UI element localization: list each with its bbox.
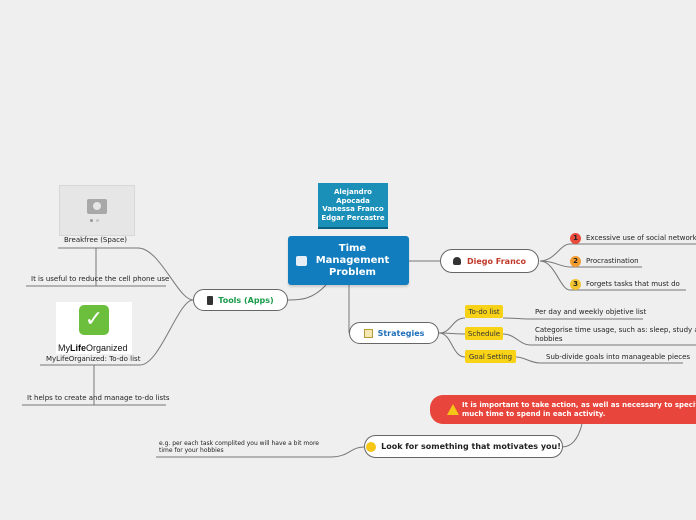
mylife-desc: It helps to create and manage to-do list…: [27, 394, 170, 402]
strategies-label: Strategies: [377, 328, 425, 338]
clock-icon: [296, 256, 307, 266]
central-title-line: Time: [338, 242, 367, 254]
schedule-tag[interactable]: Schedule: [465, 327, 503, 340]
motivates-note: e.g. per each task complited you will ha…: [159, 440, 319, 447]
logo-organized: Organized: [86, 343, 128, 353]
diego-item: Procrastination: [586, 257, 639, 265]
strategy-desc: Categorise time usage, such as: sleep, s…: [535, 326, 696, 334]
person-icon: [452, 257, 461, 265]
diego-item: Forgets tasks that must do: [586, 280, 680, 288]
strategy-desc: Per day and weekly objetive list: [535, 308, 647, 316]
diego-item: Excessive use of social networks: [586, 234, 696, 242]
central-title-line: Problem: [329, 266, 376, 278]
todo-tag[interactable]: To-do list: [465, 305, 503, 318]
notepad-icon: [363, 328, 373, 338]
logo-life: Life: [70, 343, 87, 353]
warning-line: It is important to take action, as well …: [462, 400, 696, 409]
priority-2-icon: 2: [570, 256, 581, 267]
smiley-icon: [366, 441, 377, 452]
authors-box: Alejandro Apocada Vanessa Franco Edgar P…: [318, 183, 388, 229]
phone-icon: [207, 295, 214, 305]
breakfree-image: [59, 185, 135, 236]
mylife-logo: ✓ MyLifeOrganized: [56, 302, 132, 354]
logo-my: My: [58, 343, 70, 353]
mylife-label: MyLifeOrganized: To-do list: [46, 355, 141, 363]
strategy-desc: Sub-divide goals into manageable pieces: [546, 353, 691, 361]
breakfree-label: Breakfree (Space): [64, 236, 127, 244]
tools-label: Tools (Apps): [218, 295, 274, 305]
warning-icon: [447, 404, 459, 415]
central-title-line: Management: [315, 254, 390, 266]
author-line: Apocada: [336, 196, 370, 205]
diego-topic[interactable]: Diego Franco: [440, 249, 539, 273]
checkmark-icon: ✓: [79, 305, 109, 335]
camera-icon: [87, 199, 107, 214]
tools-topic[interactable]: Tools (Apps): [193, 289, 288, 311]
author-line: Vanessa Franco: [322, 205, 384, 213]
priority-1-icon: 1: [570, 233, 581, 244]
motivates-note: time for your hobbies: [159, 447, 224, 454]
author-line: Edgar Percastre: [321, 213, 385, 222]
warning-line: much time to spend in each activity.: [462, 409, 606, 418]
warning-topic[interactable]: It is important to take action, as well …: [430, 395, 696, 424]
author-line: Alejandro: [334, 188, 372, 196]
motivates-topic[interactable]: Look for something that motivates you!: [364, 435, 563, 458]
goal-setting-tag[interactable]: Goal Setting: [465, 350, 516, 363]
strategies-topic[interactable]: Strategies: [349, 322, 439, 344]
strategy-desc: hobbies: [535, 335, 563, 343]
priority-3-icon: 3: [570, 279, 581, 290]
central-topic[interactable]: Time Management Problem: [288, 236, 409, 285]
diego-label: Diego Franco: [466, 256, 527, 266]
motivates-label: Look for something that motivates you!: [381, 442, 561, 451]
breakfree-desc: It is useful to reduce the cell phone us…: [31, 275, 170, 283]
